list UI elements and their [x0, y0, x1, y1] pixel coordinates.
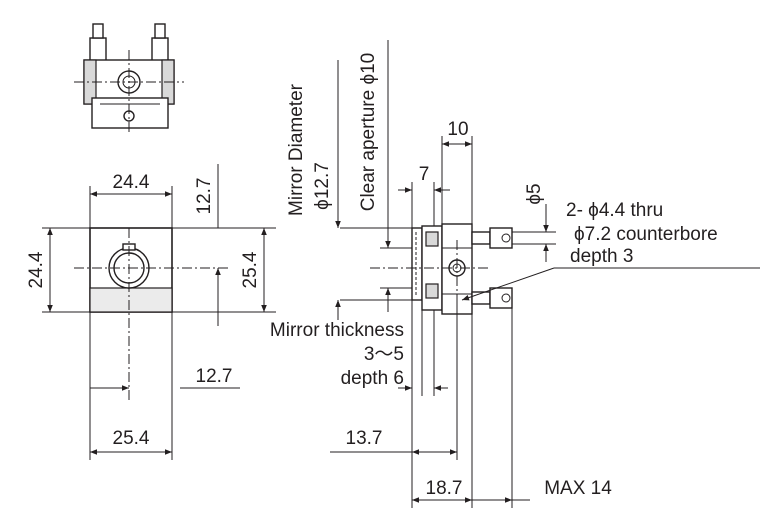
top-adjuster-knob-left	[92, 23, 104, 39]
hole-callout-line3: depth 3	[570, 246, 633, 267]
top-view	[74, 23, 184, 135]
side-knob-lower	[489, 287, 513, 309]
top-base-plate	[91, 97, 169, 129]
mirror-thickness-line2: 3～5	[364, 344, 404, 365]
hole-callout-line2: ϕ7.2 counterbore	[574, 224, 718, 245]
dim-front-total-right: 25.4	[240, 251, 261, 288]
dim-dia-5: ϕ5	[524, 183, 545, 204]
dim-depth-7: 7	[419, 164, 430, 185]
front-view: 24.4 24.4 12.7 25.4 12.7 25.4	[26, 164, 276, 460]
side-knob-lower-hole	[501, 293, 511, 303]
mirror-diameter-value: ϕ12.7	[312, 162, 333, 210]
dim-mirror-center-x: 12.7	[196, 366, 233, 387]
side-spring-pocket	[425, 283, 439, 299]
leader-line	[461, 267, 555, 301]
front-base-band	[89, 287, 173, 313]
top-adjuster-knob-right	[154, 23, 166, 39]
mirror-thickness-line1: Mirror thickness	[270, 320, 404, 341]
clear-aperture-label: Clear aperture ϕ10	[358, 53, 379, 212]
side-spring-pocket	[425, 231, 439, 247]
dim-side-18-7: 18.7	[426, 478, 463, 499]
side-knob-upper-hole	[501, 233, 511, 243]
dim-front-offset-right: 12.7	[194, 178, 215, 215]
dim-front-height: 24.4	[26, 251, 47, 288]
dim-side-13-7: 13.7	[346, 428, 383, 449]
mirror-thickness-line3: depth 6	[341, 368, 404, 389]
hole-callout-line1: 2- ϕ4.4 thru	[566, 200, 663, 221]
dim-base-width: 25.4	[113, 428, 150, 449]
side-mirror-plate	[411, 227, 423, 301]
dim-max-14: MAX 14	[544, 478, 612, 499]
mirror-diameter-label: Mirror Diameter	[286, 83, 307, 216]
dim-depth-10: 10	[447, 119, 468, 140]
side-view: Mirror Diameter ϕ12.7 Clear aperture ϕ10…	[270, 40, 760, 508]
side-adjuster-upper	[471, 231, 491, 245]
side-knob-upper	[489, 227, 513, 249]
dim-front-width: 24.4	[113, 172, 150, 193]
